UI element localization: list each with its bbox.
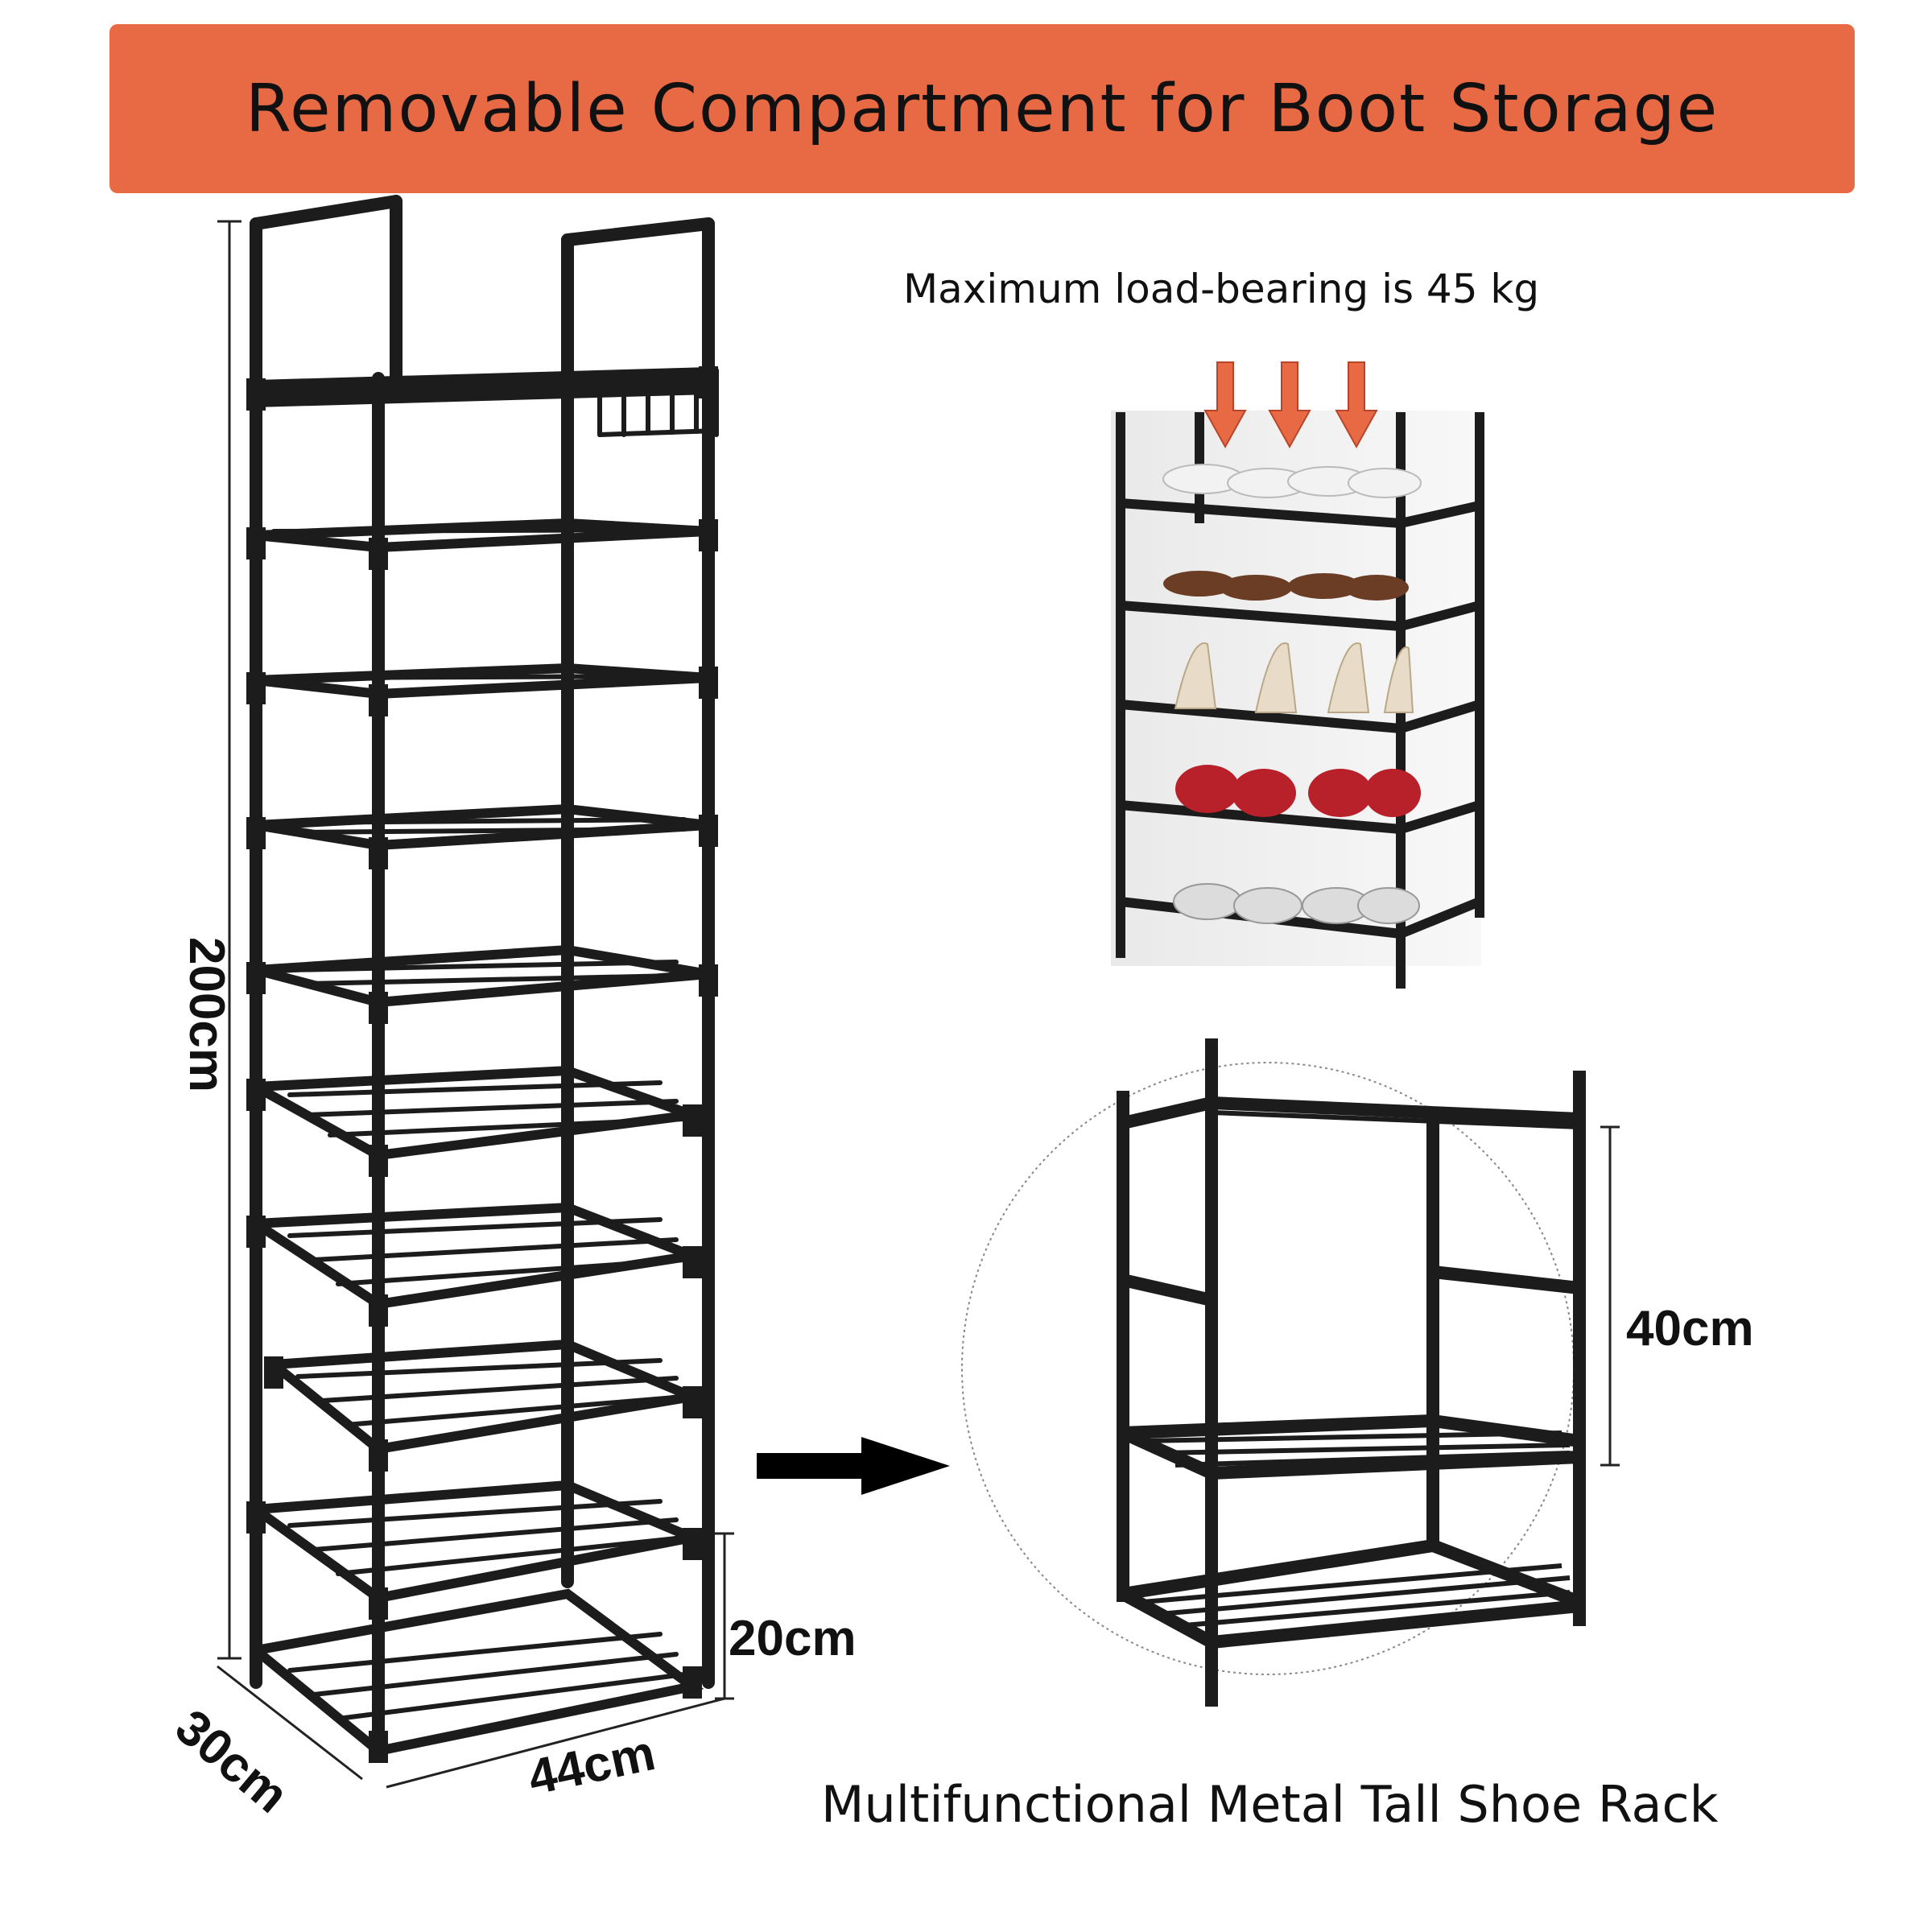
module-height-dimension-label: 40cm bbox=[1626, 1301, 1754, 1356]
tall-shoe-rack bbox=[246, 195, 719, 1763]
title-banner: Removable Compartment for Boot Storage bbox=[109, 24, 1855, 193]
removable-module-detail bbox=[961, 1038, 1620, 1707]
rack-shelves bbox=[251, 366, 713, 1757]
high-heels bbox=[1174, 642, 1414, 713]
white-sneakers bbox=[1162, 464, 1422, 498]
gray-sneakers bbox=[1173, 883, 1420, 924]
rack-connectors bbox=[246, 366, 718, 1763]
transform-arrow-icon bbox=[757, 1437, 950, 1495]
height-dimension-label: 200cm bbox=[179, 936, 235, 1093]
load-arrows bbox=[1203, 361, 1378, 449]
dimension-lines bbox=[217, 220, 734, 1789]
rack-top-handles bbox=[250, 195, 715, 385]
rack-with-shoes-photo bbox=[1111, 361, 1484, 989]
load-caption: Maximum load-bearing is 45 kg bbox=[903, 266, 1540, 312]
footer-caption: Multifunctional Metal Tall Shoe Rack bbox=[821, 1775, 1719, 1834]
brown-shoes bbox=[1163, 571, 1409, 601]
module-dimension-line bbox=[1600, 1125, 1620, 1467]
rack-posts bbox=[250, 217, 715, 1761]
red-sneakers bbox=[1175, 765, 1421, 817]
hanging-basket bbox=[597, 368, 719, 437]
tier-gap-dimension-label: 20cm bbox=[729, 1611, 857, 1666]
banner-title: Removable Compartment for Boot Storage bbox=[245, 70, 1719, 147]
